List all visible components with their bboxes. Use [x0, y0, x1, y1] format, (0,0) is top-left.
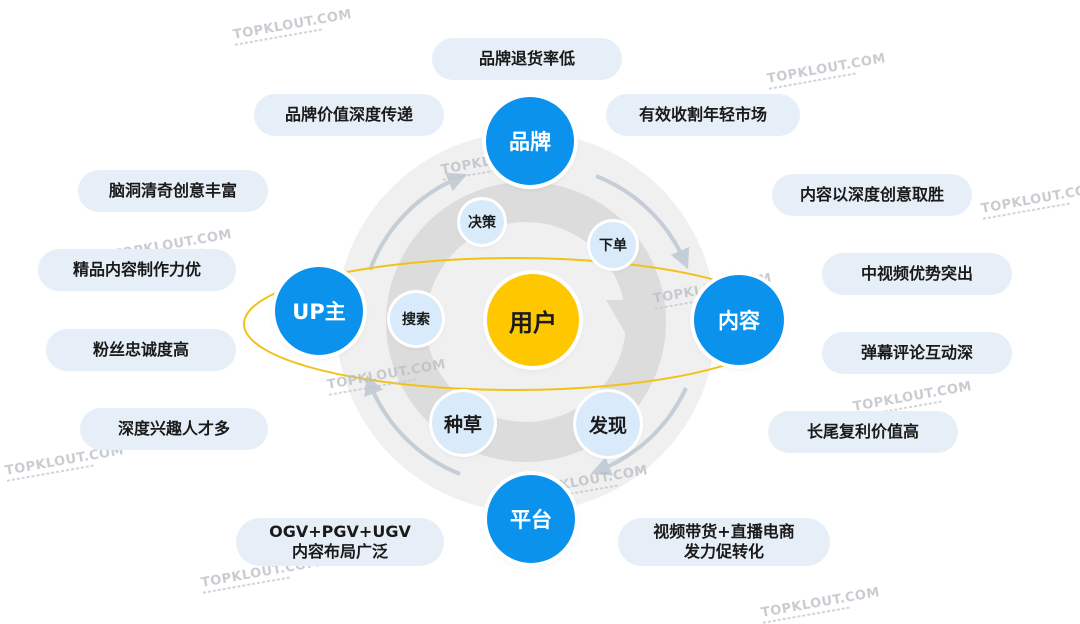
- platform-pill-line-1: 视频带货+直播电商: [653, 522, 795, 541]
- content-pill-danmaku: 弹幕评论互动深: [822, 332, 1012, 374]
- brand-pill-value-delivery: 品牌价值深度传递: [254, 94, 444, 136]
- node-discover: 发现: [576, 392, 640, 456]
- content-pill-mid-video: 中视频优势突出: [822, 253, 1012, 295]
- content-pill-creative-depth: 内容以深度创意取胜: [772, 174, 972, 216]
- node-brand: 品牌: [486, 97, 574, 185]
- node-order: 下单: [590, 222, 636, 268]
- arc-arrow-top-left: [368, 172, 468, 271]
- up-pill-interest-talent: 深度兴趣人才多: [80, 408, 268, 450]
- node-up: UP主: [275, 267, 363, 355]
- platform-pill-commerce: 视频带货+直播电商 发力促转化: [618, 518, 830, 566]
- platform-pill-line-1: OGV+PGV+UGV: [269, 522, 411, 541]
- platform-pill-content-layout: OGV+PGV+UGV 内容布局广泛: [236, 518, 444, 566]
- node-content: 内容: [694, 275, 784, 365]
- brand-pill-low-return: 品牌退货率低: [432, 38, 622, 80]
- platform-pill-line-2: 内容布局广泛: [291, 542, 388, 561]
- up-pill-fan-loyalty: 粉丝忠诚度高: [46, 329, 236, 371]
- up-pill-quality-production: 精品内容制作力优: [38, 249, 236, 291]
- cycle-arrowhead: [606, 300, 664, 350]
- arc-arrow-bottom-right: [590, 387, 688, 476]
- orbit-ellipse: [243, 257, 785, 391]
- platform-pill-line-2: 发力促转化: [683, 542, 764, 561]
- node-user-center: 用户: [487, 274, 579, 366]
- arc-arrow-bottom-left: [364, 374, 461, 476]
- content-pill-long-tail: 长尾复利价值高: [768, 411, 958, 453]
- node-search: 搜索: [390, 293, 442, 345]
- node-decide: 决策: [460, 200, 504, 244]
- node-platform: 平台: [487, 475, 575, 563]
- brand-pill-young-market: 有效收割年轻市场: [606, 94, 800, 136]
- arc-arrow-top-right: [595, 174, 690, 270]
- node-seed: 种草: [432, 392, 494, 454]
- up-pill-creative: 脑洞清奇创意丰富: [78, 170, 268, 212]
